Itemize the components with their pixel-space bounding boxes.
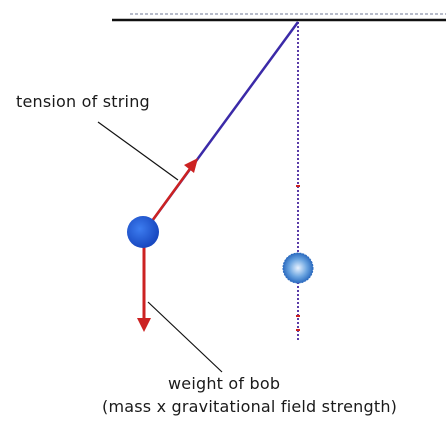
tension-leader-line — [97, 121, 179, 181]
rest-position-bob — [282, 252, 314, 284]
rest-position-marks — [296, 185, 300, 331]
pendulum-bob — [127, 216, 159, 248]
weight-leader-line — [147, 301, 223, 373]
tension-label: tension of string — [16, 92, 150, 111]
weight-label: weight of bob — [168, 374, 281, 393]
support-beam — [112, 13, 446, 22]
weight-formula-label: (mass x gravitational field strength) — [102, 397, 398, 416]
